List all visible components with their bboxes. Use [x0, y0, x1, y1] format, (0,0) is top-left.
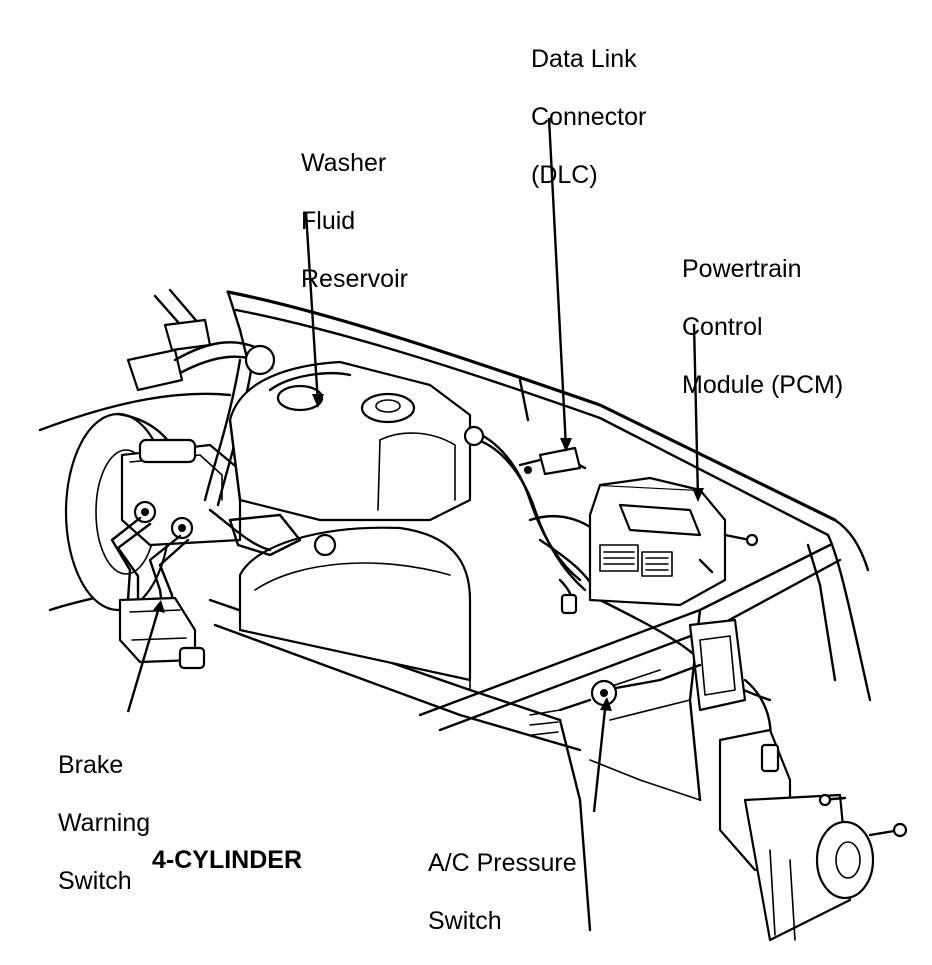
brake-switch-label: Brake Warning Switch — [58, 722, 150, 925]
dlc-label-line: (DLC) — [531, 161, 598, 189]
washer-label-line: Reservoir — [301, 265, 408, 293]
dlc-label-line: Connector — [531, 103, 647, 131]
pcm-label-line: Module (PCM) — [682, 371, 844, 399]
pcm-label-line: Powertrain — [682, 255, 802, 283]
left-hoses — [126, 288, 276, 507]
washer-label: Washer Fluid Reservoir — [301, 120, 408, 323]
dlc-label-line: Data Link — [531, 45, 637, 73]
brake-label-line: Switch — [58, 867, 132, 895]
pcm-module — [588, 476, 759, 607]
pcm-label: Powertrain Control Module (PCM) — [682, 226, 843, 429]
air-cleaner-housing — [208, 508, 472, 691]
leader-lines — [126, 117, 704, 813]
ac-label-line: A/C Pressure — [428, 849, 577, 877]
wiring-harness — [463, 425, 772, 702]
brake-label-line: Warning — [58, 809, 151, 837]
master-cylinder — [120, 438, 242, 547]
washer-label-line: Fluid — [301, 207, 356, 235]
washer-reservoir — [228, 360, 472, 522]
brake-label-line: Brake — [58, 751, 124, 779]
washer-label-line: Washer — [301, 149, 387, 177]
ac-pressure-switch — [529, 663, 702, 736]
right-bracket — [688, 618, 908, 942]
combination-valve — [118, 596, 206, 670]
dlc-label: Data Link Connector (DLC) — [531, 16, 646, 219]
ac-switch-label: A/C Pressure Switch — [428, 820, 577, 965]
ac-label-line: Switch — [428, 907, 502, 935]
pcm-label-line: Control — [682, 313, 763, 341]
diagram-caption: 4-CYLINDER — [152, 846, 303, 874]
